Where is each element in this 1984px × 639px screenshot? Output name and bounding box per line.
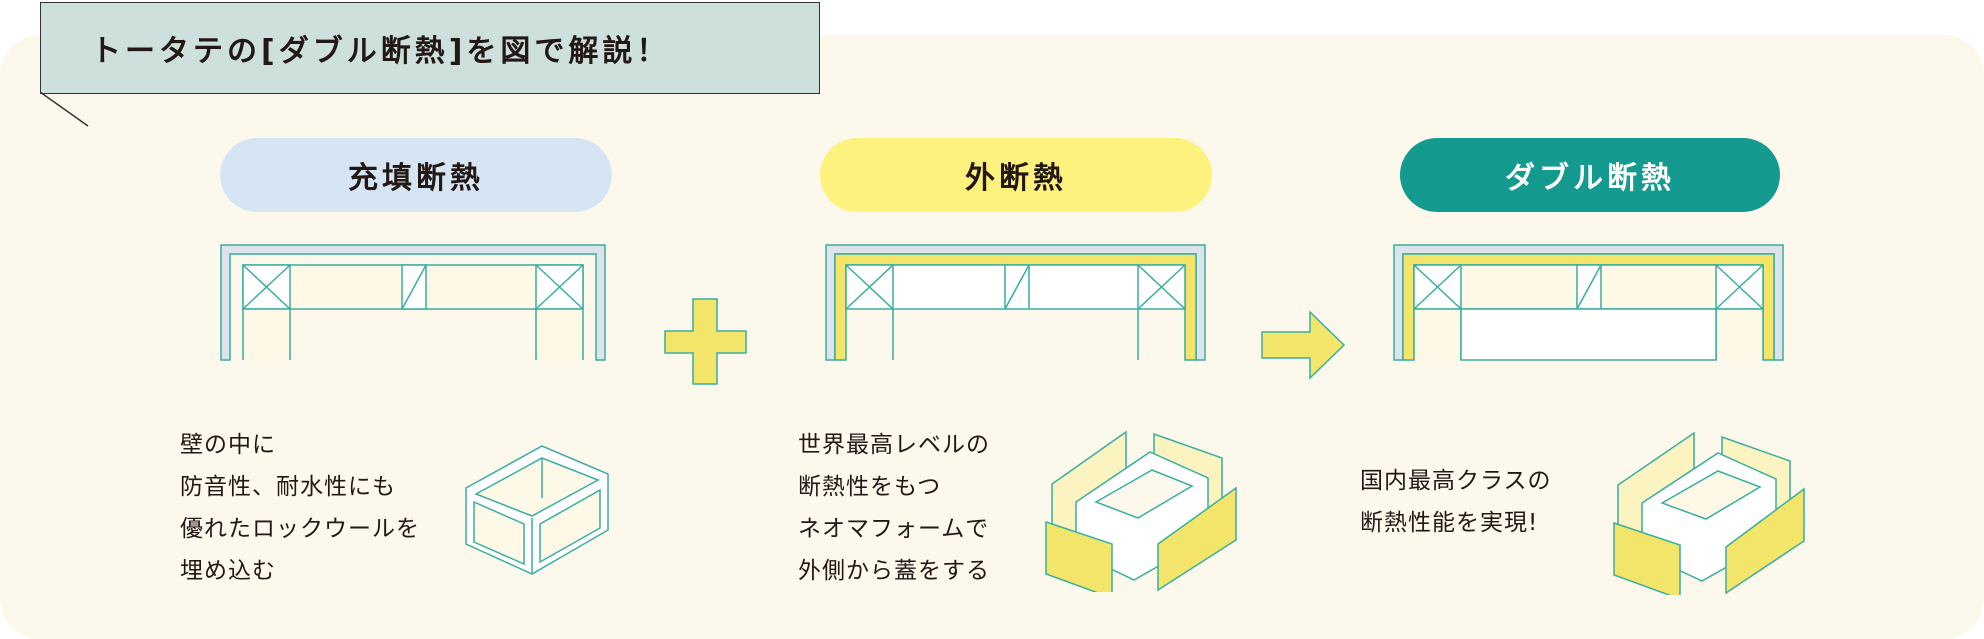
label-external-insulation: 外断熱 (820, 138, 1212, 212)
text-line: 断熱性能を実現! (1360, 510, 1539, 536)
text-line: 外側から蓋をする (798, 558, 990, 584)
text-line: ネオマフォームで (798, 516, 990, 542)
double-panels-icon (1613, 431, 1805, 595)
plus-icon (664, 298, 747, 385)
arrow-right-icon (1261, 310, 1346, 380)
description-double: 国内最高クラスの 断熱性能を実現! (1360, 460, 1552, 544)
wall-diagram-double (1393, 244, 1784, 361)
wall-diagram-fill (220, 244, 606, 361)
page-title: トータテの[ダブル断熱]を図で解説！ (40, 2, 820, 94)
text-line: 世界最高レベルの (798, 432, 990, 458)
rockwool-box-icon (465, 445, 609, 575)
wall-diagram-external (825, 244, 1206, 361)
text-line: 国内最高クラスの (1360, 468, 1552, 494)
description-fill: 壁の中に 防音性、耐水性にも 優れたロックウールを 埋め込む (180, 424, 420, 592)
description-external: 世界最高レベルの 断熱性をもつ ネオマフォームで 外側から蓋をする (798, 424, 990, 592)
text-line: 埋め込む (180, 558, 276, 584)
external-panels-icon (1045, 430, 1237, 592)
text-line: 壁の中に (180, 432, 276, 458)
callout-tail (40, 92, 89, 127)
label-double-insulation: ダブル断熱 (1400, 138, 1780, 212)
text-line: 優れたロックウールを (180, 516, 420, 542)
text-line: 防音性、耐水性にも (180, 474, 396, 500)
text-line: 断熱性をもつ (798, 474, 942, 500)
label-fill-insulation: 充填断熱 (220, 138, 612, 212)
